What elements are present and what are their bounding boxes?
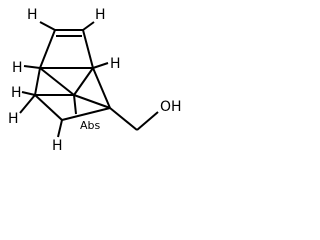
h-bottom-left-upper-label: H	[11, 85, 22, 101]
bond-right-to-center	[73, 67, 94, 96]
structure-canvas: H H H H H H H OH Abs	[0, 0, 197, 156]
abs-stereo-flag: Abs	[80, 119, 101, 132]
bond-h-bottom-left-lower	[19, 94, 36, 114]
bond-h-bottom-left-upper	[21, 91, 36, 96]
oh-group-label: OH	[160, 99, 182, 115]
h-top-right-label: H	[95, 7, 106, 23]
h-left-mid-label: H	[12, 60, 23, 76]
h-bottom-left-lower-label: H	[8, 111, 19, 127]
bond-bottom-to-lowerright	[61, 107, 111, 121]
h-bottom-center-label: H	[52, 138, 63, 154]
bond-top-left-down	[39, 29, 56, 69]
h-top-left-label: H	[27, 7, 38, 23]
bond-top-right-down	[82, 29, 94, 69]
bond-right-down	[92, 67, 111, 109]
bond-center-to-lowerright	[73, 94, 111, 109]
h-right-mid-label: H	[110, 56, 121, 72]
bond-h-bottom-center	[57, 119, 63, 138]
bond-h-top-right	[82, 21, 95, 31]
bond-h-top-left	[39, 21, 56, 31]
bond-h-left-mid	[23, 65, 41, 69]
molecule-drawing: H H H H H H H OH Abs	[8, 7, 182, 154]
bond-left-to-center	[39, 67, 75, 96]
bond-h-right-mid	[92, 62, 109, 69]
bond-left-down	[34, 67, 41, 96]
bond-c-o	[136, 111, 159, 131]
bond-lowerleft-to-bottom	[34, 94, 63, 121]
bond-center-to-bottom	[73, 94, 77, 115]
bond-ch2	[109, 107, 138, 131]
